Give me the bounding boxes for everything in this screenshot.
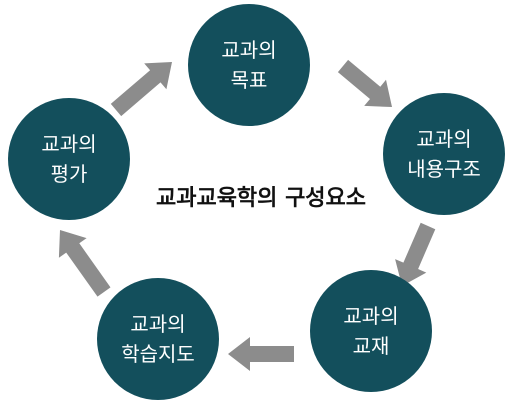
node-instruction-line2: 학습지도	[121, 342, 195, 366]
diagram-center-title: 교과교육학의 구성요소	[0, 180, 516, 212]
center-title-text: 교과교육학의 구성요소	[155, 186, 367, 211]
arrow-evaluation-to-goal	[110, 62, 172, 117]
node-material-line2: 교재	[352, 334, 390, 358]
arrow-content-to-material	[395, 222, 436, 286]
arrow-material-to-instruction	[228, 337, 294, 371]
node-goal-line2: 목표	[230, 68, 268, 92]
node-evaluation-line1: 교과의	[41, 132, 97, 156]
node-material: 교과의 교재	[310, 270, 432, 392]
node-evaluation: 교과의 평가	[8, 98, 130, 220]
node-content-line1: 교과의	[416, 127, 472, 151]
node-material-line1: 교과의	[343, 304, 399, 328]
node-content-structure: 교과의 내용구조	[383, 93, 505, 215]
arrow-instruction-to-evaluation	[58, 230, 111, 297]
node-goal-line1: 교과의	[221, 38, 277, 62]
node-goal: 교과의 목표	[188, 4, 310, 126]
node-instruction: 교과의 학습지도	[97, 278, 219, 400]
node-content-line2: 내용구조	[407, 157, 481, 181]
node-instruction-line1: 교과의	[130, 312, 186, 336]
node-evaluation-line2: 평가	[50, 162, 88, 186]
arrow-goal-to-content	[337, 59, 392, 107]
